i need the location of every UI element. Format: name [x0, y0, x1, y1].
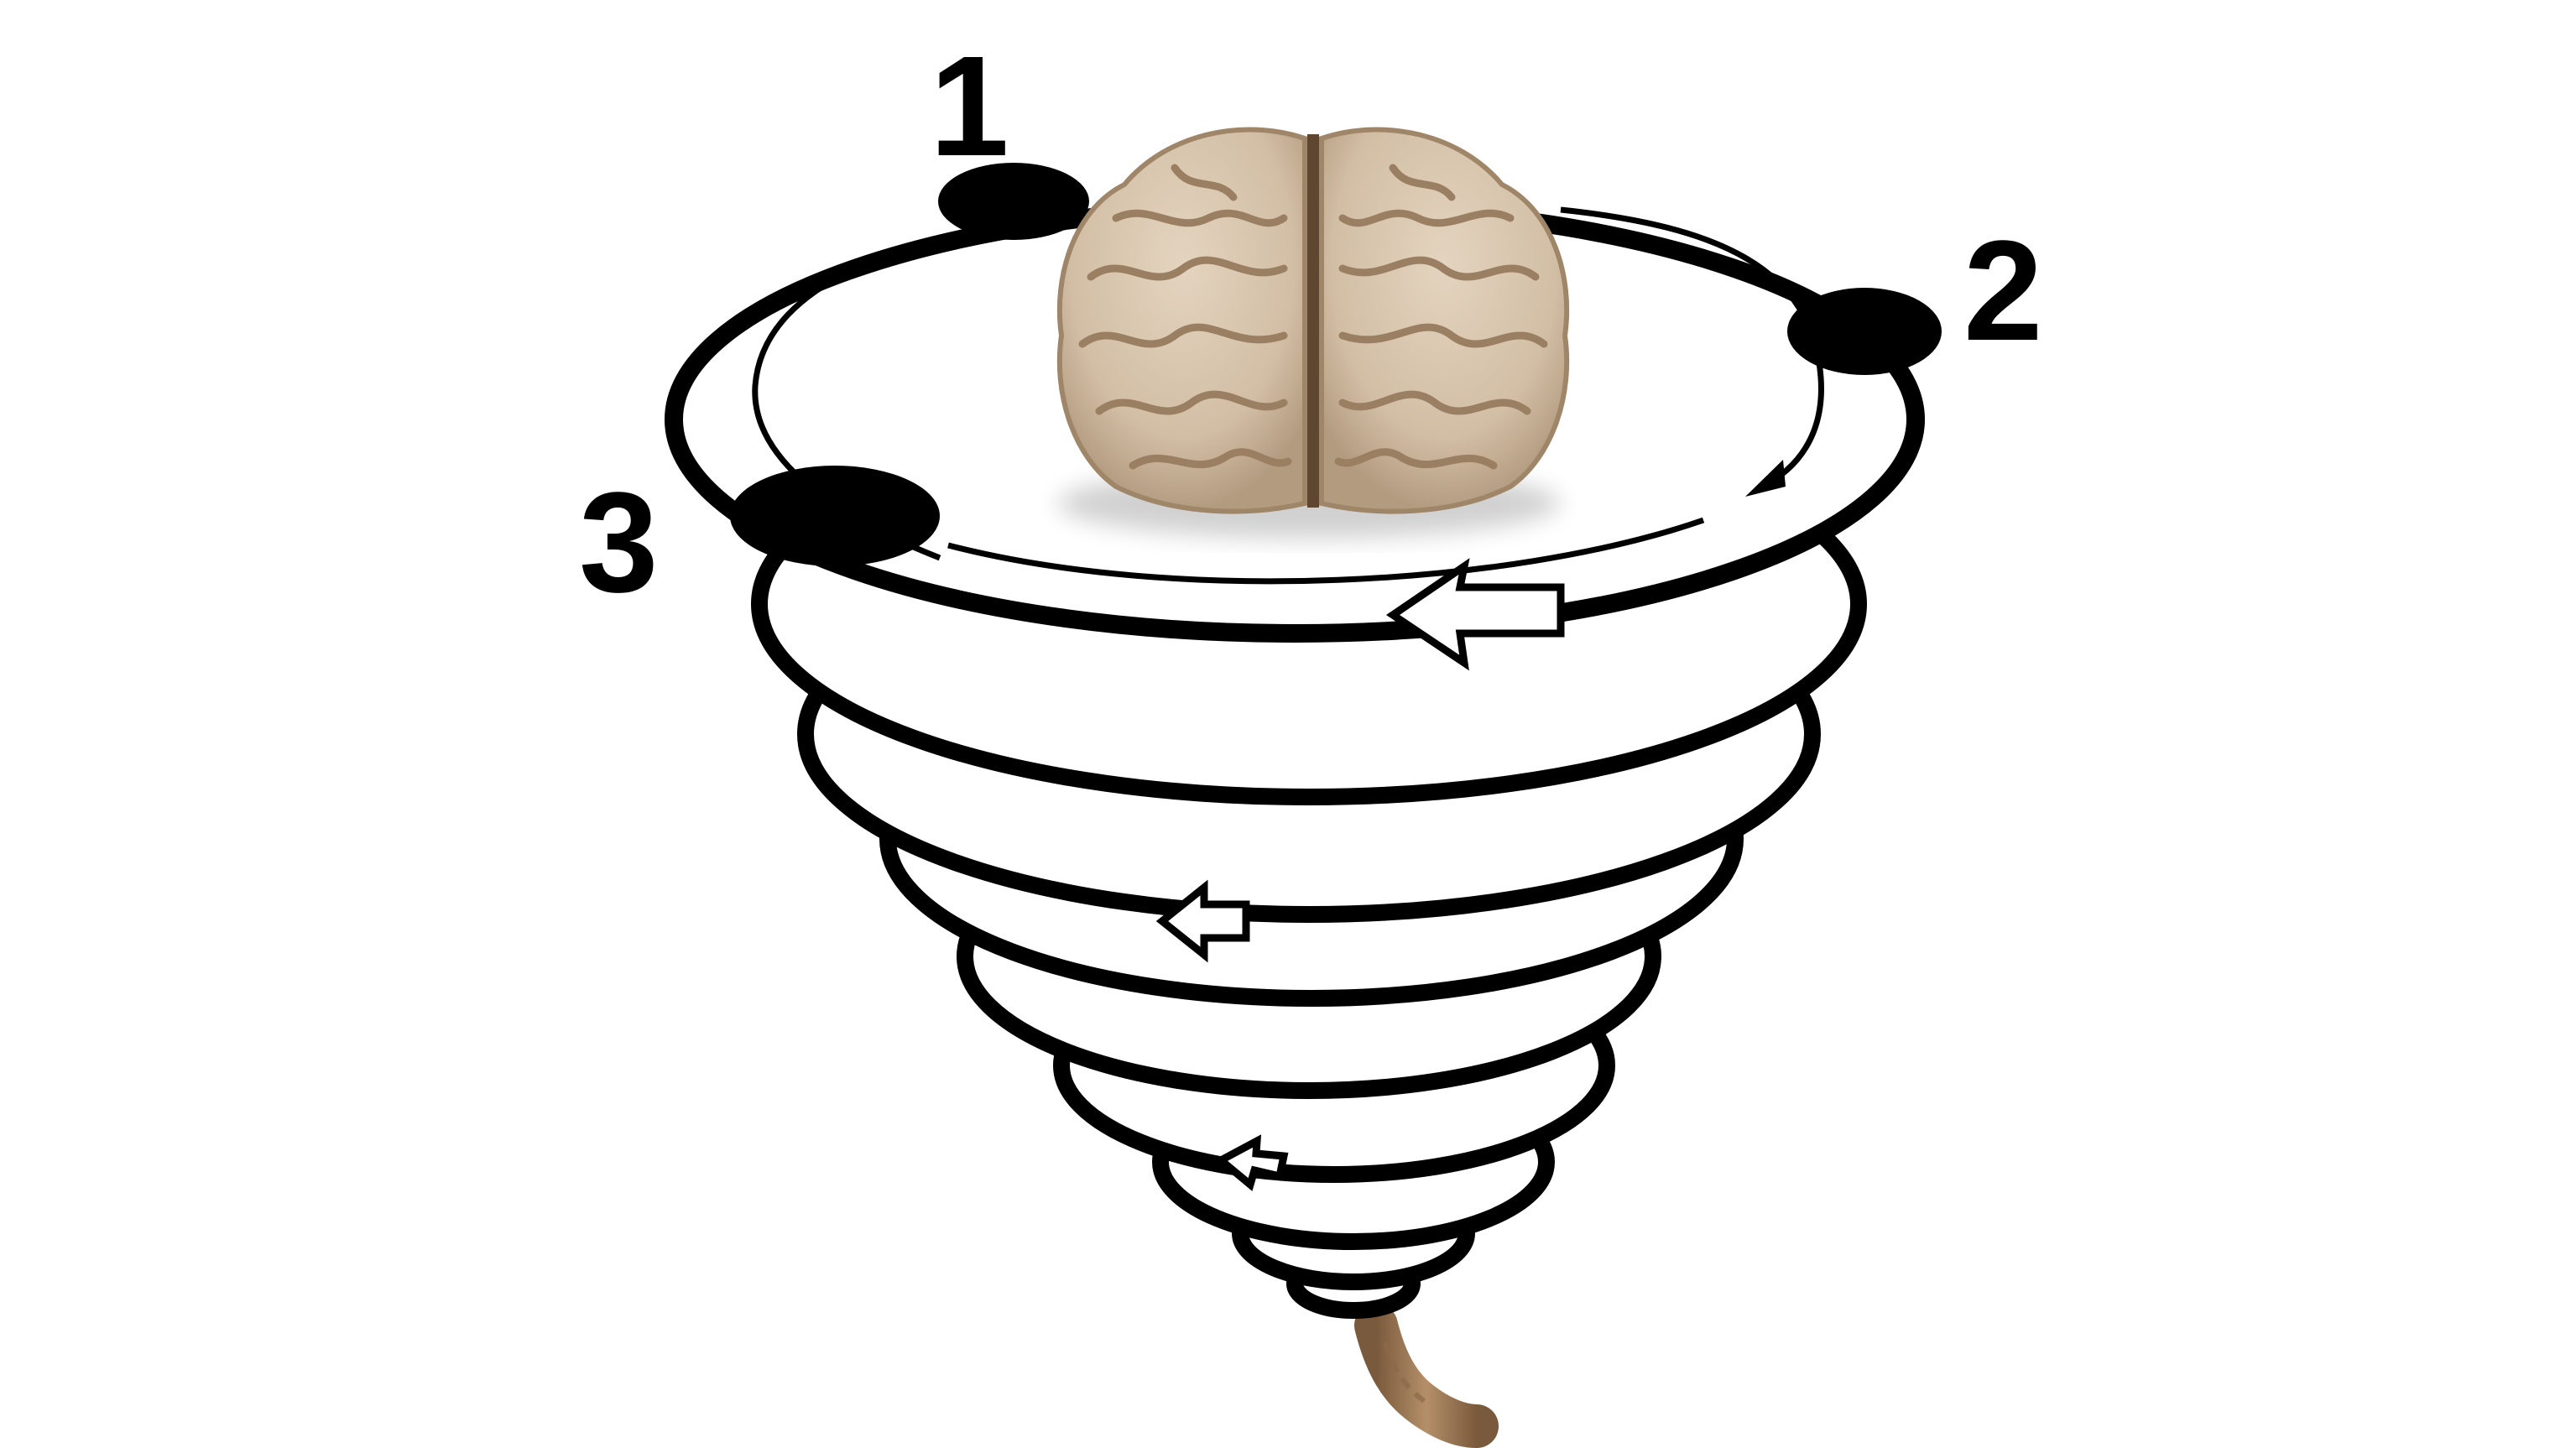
marker-1-label: 1 [930, 27, 1009, 186]
brain-illustration [1057, 129, 1567, 539]
spinal-cord-illustration [1376, 1326, 1477, 1426]
marker-3-dot [730, 466, 940, 566]
marker-2-dot [1787, 288, 1942, 375]
marker-2-label: 2 [1963, 211, 2043, 371]
marker-3-label: 3 [579, 463, 659, 622]
